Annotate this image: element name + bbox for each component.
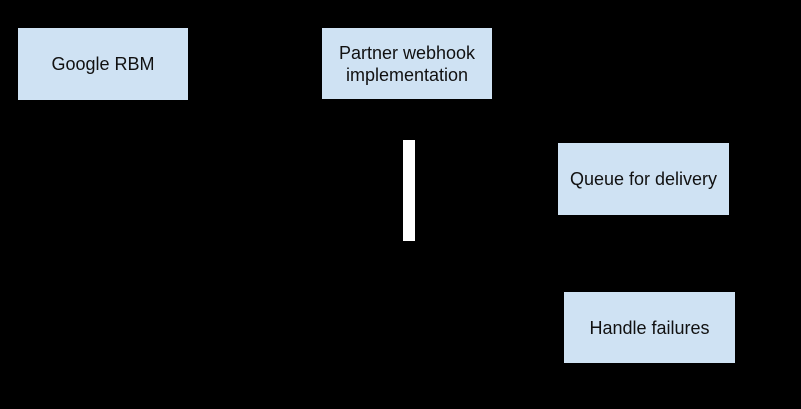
node-queue-for-delivery: Queue for delivery <box>558 143 729 215</box>
node-google-rbm-label: Google RBM <box>51 54 155 74</box>
node-partner-webhook-implementation-label: Partner webhook implementation <box>338 42 476 85</box>
node-google-rbm: Google RBM <box>18 28 188 100</box>
node-partner-webhook-implementation: Partner webhook implementation <box>322 28 492 99</box>
node-handle-failures-label: Handle failures <box>589 317 710 338</box>
node-queue-for-delivery-label: Queue for delivery <box>569 169 718 189</box>
lifeline-activation-bar <box>403 140 415 241</box>
node-handle-failures: Handle failures <box>564 292 735 363</box>
